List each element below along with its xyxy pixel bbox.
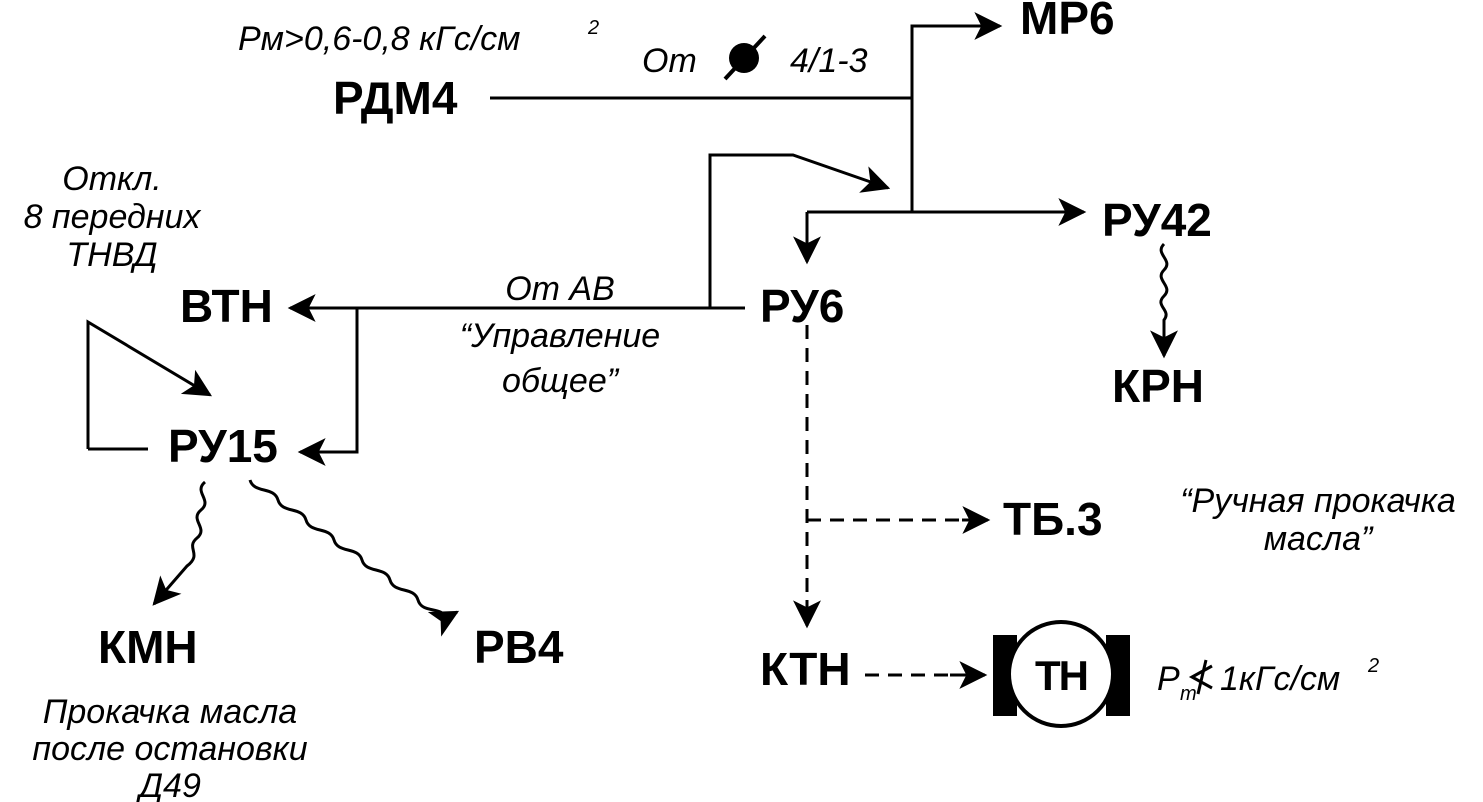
arrow-ru15-self-contact — [86, 319, 213, 449]
node-vtn: ВТН — [180, 280, 273, 332]
manual-pump-note-line-2: масла” — [1264, 520, 1374, 558]
pump-after-stop-note-line-2: после остановки — [32, 730, 307, 768]
node-ru15: РУ15 — [168, 420, 278, 472]
arrow-to-ru15 — [297, 308, 359, 466]
pt-value: 1кГс/см — [1220, 660, 1340, 698]
node-ru42: РУ42 — [1102, 194, 1212, 246]
oil-pump-motor-icon — [993, 620, 1130, 728]
wavy-arrow-ru15-to-rv4 — [248, 479, 460, 637]
otkl-note-line-3: ТНВД — [66, 236, 157, 274]
from-av-note-line-3: общее” — [502, 362, 620, 400]
otkl-note-line-1: Откл. — [62, 160, 161, 198]
arrow-ru6-self-contact — [708, 153, 891, 308]
from-diameter-note-suffix: 4/1-3 — [790, 42, 868, 80]
node-ru6: РУ6 — [760, 280, 844, 332]
diameter-icon — [723, 34, 767, 81]
from-av-note-line-2: “Управление — [460, 317, 660, 355]
pump-after-stop-note-line-1: Прокачка масла — [43, 693, 297, 731]
manual-pump-note-line-1: “Ручная прокачка — [1180, 482, 1456, 520]
node-rv4: РВ4 — [474, 621, 564, 673]
pressure-top-note: Рм>0,6-0,8 кГс/см — [238, 20, 520, 58]
from-diameter-note-prefix: От — [642, 42, 697, 80]
node-rdm4: РДМ4 — [333, 72, 458, 124]
node-ktn: КТН — [760, 643, 851, 695]
not-less-sign-icon — [1188, 659, 1213, 695]
otkl-note-line-2: 8 передних — [24, 198, 202, 236]
wavy-arrow-ru15-to-kmn — [152, 480, 207, 606]
node-kmn: КМН — [98, 621, 198, 673]
pump-after-stop-note-line-3: Д49 — [135, 767, 201, 802]
node-mr6: МР6 — [1020, 0, 1115, 44]
wavy-arrow-ru42-to-krn — [1150, 242, 1178, 359]
pt-subscript: т — [1180, 683, 1197, 705]
node-tb3: ТБ.3 — [1003, 493, 1103, 545]
pt-symbol: Р — [1157, 660, 1180, 698]
arrow-bus-to-mr6 — [910, 12, 1003, 212]
from-av-note-line-1: От АВ — [505, 270, 615, 308]
node-tn: ТН — [1035, 652, 1087, 699]
node-krn: КРН — [1112, 360, 1204, 412]
pressure-top-superscript: 2 — [587, 17, 599, 39]
pt-superscript: 2 — [1367, 655, 1379, 677]
